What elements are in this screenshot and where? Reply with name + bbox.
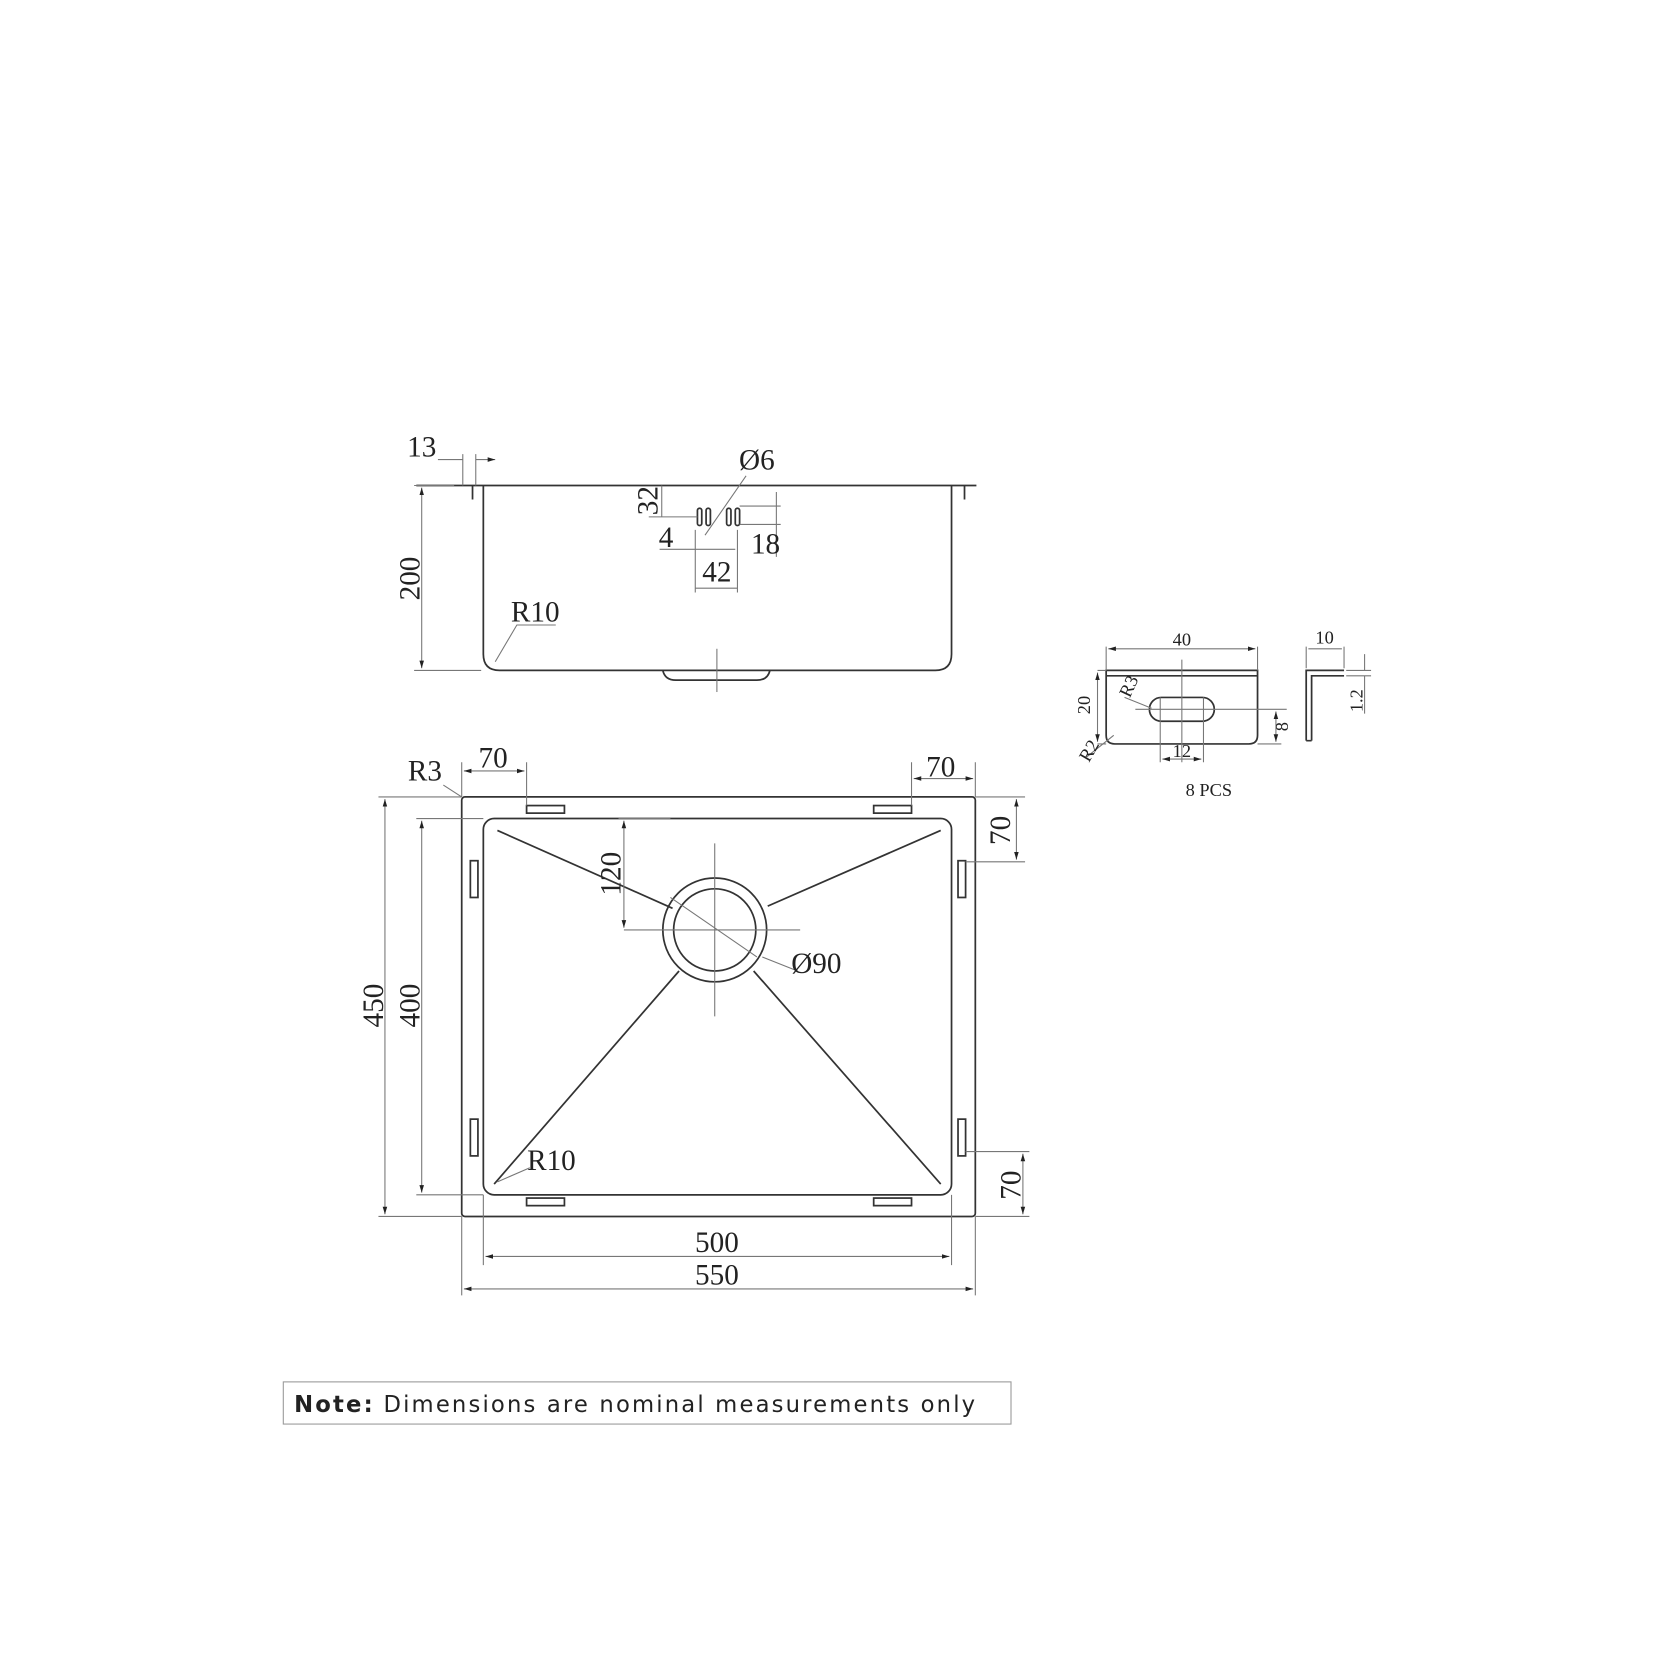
dim-drain-offset: 120 [596, 852, 628, 896]
dim-depth-200: 200 [395, 557, 427, 601]
note-text: Dimensions are nominal measurements only [383, 1392, 977, 1418]
bracket-detail: 40 20 R3 R2 8 12 8 PCS 10 1.2 [1074, 627, 1372, 800]
dim-outer-radius: R3 [408, 756, 442, 788]
dim-clip-bottom: 70 [996, 1171, 1028, 1200]
dim-clip-top: 70 [985, 816, 1017, 845]
dim-hole-height: 18 [751, 529, 780, 561]
dim-bracket-corner: R2 [1075, 736, 1103, 765]
dim-hole-spacing: 42 [702, 557, 731, 589]
note-box: Note: Dimensions are nominal measurements… [282, 1381, 1012, 1425]
dim-inner-corner: R10 [527, 1145, 576, 1177]
side-view: 13 Ø6 32 4 42 18 200 R10 [395, 431, 977, 693]
plan-view: R3 70 70 70 70 120 Ø90 450 400 R10 500 5… [358, 743, 1030, 1296]
dim-bracket-height: 20 [1074, 696, 1094, 714]
bracket-quantity: 8 PCS [1186, 780, 1232, 800]
dim-outer-depth: 450 [358, 984, 390, 1028]
dim-inner-depth: 400 [395, 984, 427, 1028]
svg-text:Note:Dimensions are nominal me: Note: Dimensions are nominal measurements… [294, 1392, 977, 1418]
dim-bracket-width: 40 [1173, 630, 1191, 650]
dim-hole-width: 4 [659, 522, 674, 554]
dim-slot-height: 8 [1272, 722, 1292, 731]
dim-hole-diameter: Ø6 [739, 444, 775, 476]
dim-drain-diameter: Ø90 [791, 948, 841, 980]
dim-outer-width: 550 [695, 1260, 739, 1292]
dim-slot-length: 12 [1173, 741, 1191, 761]
dim-bracket-thickness: 1.2 [1346, 689, 1366, 712]
dim-corner-r10: R10 [511, 597, 560, 629]
dim-hole-offset: 32 [632, 486, 664, 515]
note-label: Note: [294, 1392, 375, 1418]
dim-inner-width: 500 [695, 1227, 739, 1259]
dim-bracket-flange: 10 [1315, 627, 1333, 647]
dim-clip-left: 70 [478, 743, 507, 775]
dim-flange-13: 13 [407, 431, 436, 463]
dim-clip-right: 70 [926, 751, 955, 783]
